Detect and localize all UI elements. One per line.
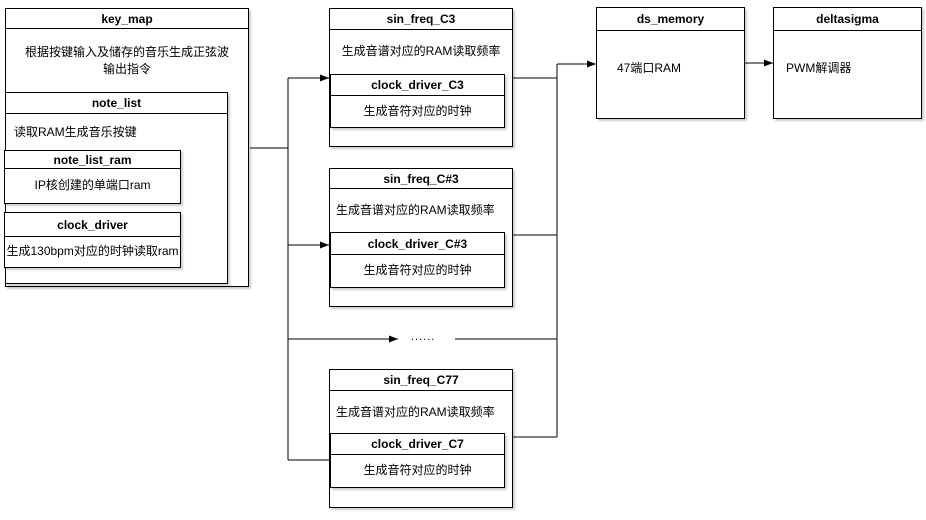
block-key-map-title: key_map bbox=[6, 9, 248, 29]
block-deltasigma: deltasigma PWM解调器 bbox=[773, 7, 922, 119]
block-note-list-ram-title: note_list_ram bbox=[5, 151, 180, 169]
block-note-list-title: note_list bbox=[6, 93, 227, 114]
block-ds-memory: ds_memory 47端口RAM bbox=[596, 7, 745, 119]
block-clock-driver-c7-title: clock_driver_C7 bbox=[331, 434, 504, 455]
block-clock-driver-cs3-title: clock_driver_C#3 bbox=[331, 233, 504, 255]
block-clock-driver-c3: clock_driver_C3 生成音符对应的时钟 bbox=[330, 74, 505, 128]
block-deltasigma-title: deltasigma bbox=[774, 8, 921, 31]
block-clock-driver-c3-title: clock_driver_C3 bbox=[331, 75, 504, 96]
block-note-list-ram-desc: IP核创建的单端口ram bbox=[34, 178, 151, 193]
block-ds-memory-title: ds_memory bbox=[597, 8, 744, 31]
block-clock-driver-c7-desc: 生成音符对应的时钟 bbox=[363, 463, 472, 478]
block-key-map-desc: 根据按键输入及储存的音乐生成正弦波 输出指令 bbox=[24, 44, 229, 76]
block-clock-driver-title: clock_driver bbox=[5, 213, 180, 237]
block-sin-freq-c3-desc: 生成音谱对应的RAM读取频率 bbox=[341, 44, 501, 59]
block-clock-driver-c7: clock_driver_C7 生成音符对应的时钟 bbox=[330, 433, 505, 488]
block-clock-driver-cs3: clock_driver_C#3 生成音符对应的时钟 bbox=[330, 232, 505, 288]
block-clock-driver-cs3-desc: 生成音符对应的时钟 bbox=[363, 263, 472, 278]
ellipsis-label: ...... bbox=[408, 331, 439, 343]
block-sin-freq-c77-title: sin_freq_C77 bbox=[330, 370, 512, 391]
block-clock-driver-desc: 生成130bpm对应的时钟读取ram bbox=[6, 244, 179, 259]
block-deltasigma-desc: PWM解调器 bbox=[786, 60, 852, 75]
block-clock-driver-c3-desc: 生成音符对应的时钟 bbox=[363, 103, 472, 118]
block-ds-memory-desc: 47端口RAM bbox=[617, 60, 682, 75]
block-sin-freq-cs3-desc: 生成音谱对应的RAM读取频率 bbox=[336, 203, 495, 218]
block-note-list-desc: 读取RAM生成音乐按键 bbox=[14, 124, 137, 139]
block-clock-driver: clock_driver 生成130bpm对应的时钟读取ram bbox=[4, 212, 181, 268]
block-sin-freq-c3-title: sin_freq_C3 bbox=[330, 9, 512, 30]
block-sin-freq-c77-desc: 生成音谱对应的RAM读取频率 bbox=[336, 404, 495, 419]
block-note-list-ram: note_list_ram IP核创建的单端口ram bbox=[4, 150, 181, 204]
block-sin-freq-cs3-title: sin_freq_C#3 bbox=[330, 169, 512, 189]
